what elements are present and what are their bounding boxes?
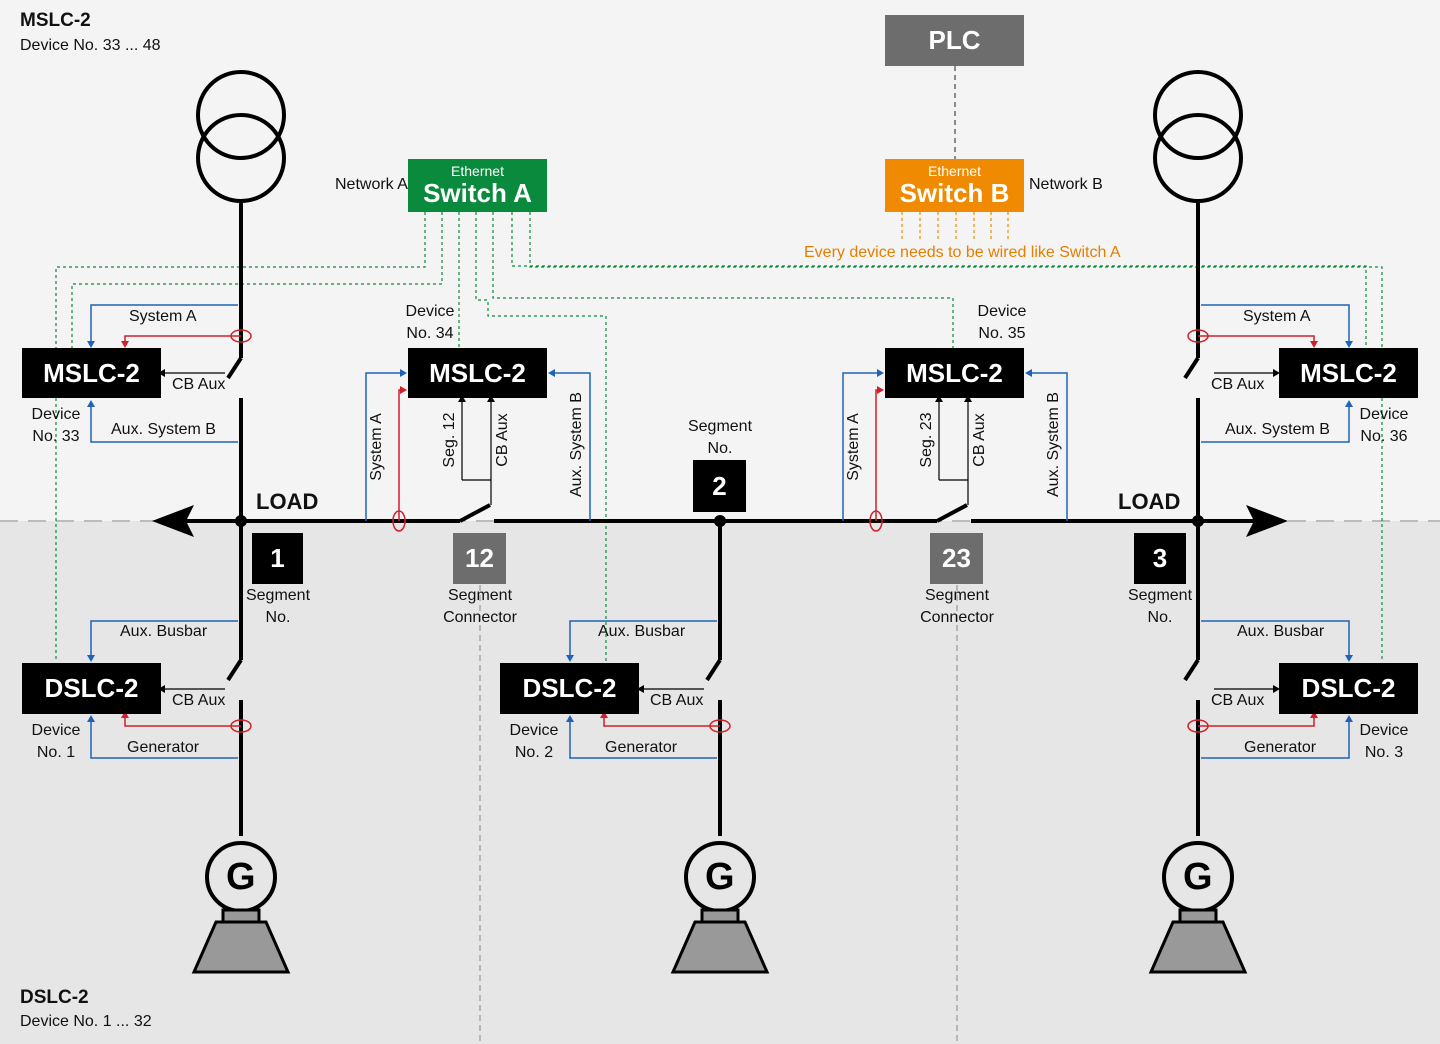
segment-connector-23-box: 23 bbox=[930, 533, 983, 584]
aux-system-b-label-right: Aux. System B bbox=[1225, 421, 1330, 438]
segment-1-box: 1 bbox=[252, 533, 303, 584]
aux-busbar-label-2: Aux. Busbar bbox=[598, 623, 686, 640]
mslc-device-36: MSLC-2 bbox=[1279, 348, 1418, 398]
system-a-label-left: System A bbox=[129, 308, 197, 325]
aux-system-b-label-left: Aux. System B bbox=[111, 421, 216, 438]
switch-a-name: Switch A bbox=[423, 178, 532, 208]
load-label-left: LOAD bbox=[256, 489, 319, 514]
dslc-device-1: DSLC-2 bbox=[22, 663, 161, 714]
bottom-zone-title: DSLC-2 bbox=[20, 987, 89, 1008]
cb-aux-label-dslc-3: CB Aux bbox=[1211, 692, 1265, 709]
cb-aux-vertical-34: CB Aux bbox=[494, 413, 511, 467]
switch-b-name: Switch B bbox=[899, 178, 1010, 208]
generator-3-letter: G bbox=[1183, 856, 1213, 898]
dslc-device-3: DSLC-2 bbox=[1279, 663, 1418, 714]
seg-12-vertical: Seg. 12 bbox=[441, 412, 458, 468]
switch-b-note: Every device needs to be wired like Swit… bbox=[804, 244, 1121, 261]
aux-busbar-label-1: Aux. Busbar bbox=[120, 623, 208, 640]
network-b-label: Network B bbox=[1029, 176, 1103, 193]
cb-aux-label-mslc-36: CB Aux bbox=[1211, 376, 1265, 393]
cb-aux-label-dslc-2: CB Aux bbox=[650, 692, 704, 709]
segment-2-box: 2 bbox=[693, 460, 746, 512]
top-zone-title: MSLC-2 bbox=[20, 10, 91, 31]
mslc-device-33: MSLC-2 bbox=[22, 348, 161, 398]
switch-b-type: Ethernet bbox=[928, 163, 981, 179]
aux-system-b-vertical-34: Aux. System B bbox=[568, 392, 585, 497]
top-zone-subtitle: Device No. 33 ... 48 bbox=[20, 37, 161, 54]
system-a-label-right: System A bbox=[1243, 308, 1311, 325]
generator-2-letter: G bbox=[705, 856, 735, 898]
generator-label-3: Generator bbox=[1244, 739, 1317, 756]
aux-system-b-vertical-35: Aux. System B bbox=[1045, 392, 1062, 497]
cb-aux-label-dslc-1: CB Aux bbox=[172, 692, 226, 709]
generator-1-letter: G bbox=[226, 856, 256, 898]
mslc-device-34: MSLC-2 bbox=[408, 348, 547, 398]
generator-label-1: Generator bbox=[127, 739, 200, 756]
segment-3-box: 3 bbox=[1134, 533, 1186, 584]
generator-label-2: Generator bbox=[605, 739, 678, 756]
aux-busbar-label-3: Aux. Busbar bbox=[1237, 623, 1325, 640]
ethernet-switch-a: Ethernet Switch A bbox=[408, 159, 547, 212]
cb-aux-label-mslc-33: CB Aux bbox=[172, 376, 226, 393]
load-label-right: LOAD bbox=[1118, 489, 1181, 514]
network-a-label: Network A bbox=[335, 176, 408, 193]
bottom-zone-subtitle: Device No. 1 ... 32 bbox=[20, 1013, 152, 1030]
seg-23-vertical: Seg. 23 bbox=[918, 412, 935, 468]
switch-a-type: Ethernet bbox=[451, 163, 504, 179]
system-a-vertical-35: System A bbox=[845, 413, 862, 481]
cb-aux-vertical-35: CB Aux bbox=[971, 413, 988, 467]
plc-box: PLC bbox=[885, 15, 1024, 66]
system-a-vertical-34: System A bbox=[368, 413, 385, 481]
dslc-device-2: DSLC-2 bbox=[500, 663, 639, 714]
mslc-device-35: MSLC-2 bbox=[885, 348, 1024, 398]
ethernet-switch-b: Ethernet Switch B bbox=[885, 159, 1024, 212]
segment-connector-12-box: 12 bbox=[453, 533, 506, 584]
